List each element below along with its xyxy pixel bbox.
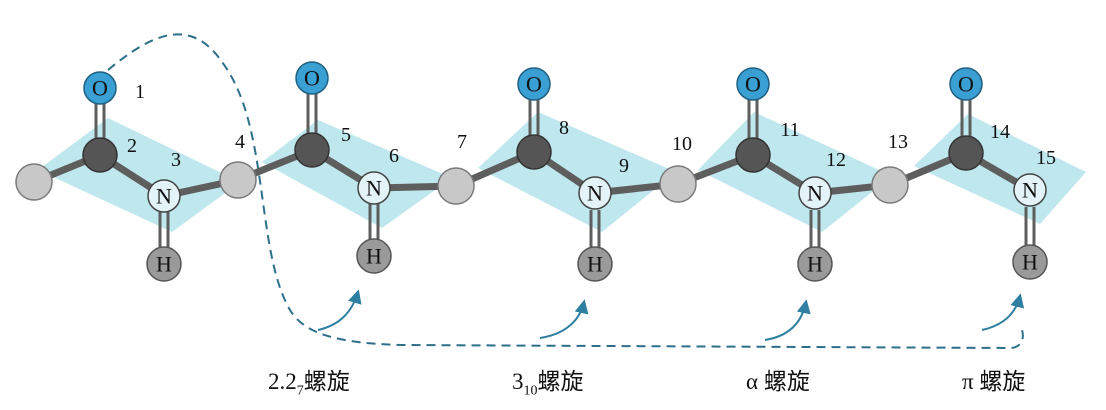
backbone-number: 3 xyxy=(171,149,181,171)
backbone-number: 1 xyxy=(135,81,145,103)
hydrogen-atom: H xyxy=(797,246,833,282)
carbonyl-carbon-8 xyxy=(516,134,552,170)
backbone-number: 8 xyxy=(559,117,569,139)
nh-bonds xyxy=(158,204,1036,248)
backbone-number: 4 xyxy=(235,131,245,153)
backbone-number: 7 xyxy=(457,131,467,153)
svg-text:N: N xyxy=(156,184,172,209)
backbone-number: 10 xyxy=(672,133,692,155)
svg-text:H: H xyxy=(587,252,603,277)
helix-label-pi: π 螺旋 xyxy=(962,369,1026,394)
oxygen-atom: O xyxy=(949,67,983,101)
hbond-dashed-path xyxy=(107,33,1024,350)
svg-text:O: O xyxy=(745,72,761,97)
backbone-number: 6 xyxy=(389,145,399,167)
oxygen-atom: O xyxy=(83,71,117,105)
backbone-number: 5 xyxy=(341,124,351,146)
svg-text:H: H xyxy=(156,252,172,277)
nitrogen-atom: N xyxy=(357,171,391,205)
carbonyl-carbon-11 xyxy=(735,137,771,173)
backbone-number: 9 xyxy=(619,155,629,177)
svg-text:O: O xyxy=(304,66,320,91)
oxygens: O O O O O xyxy=(83,61,983,105)
backbone-number: 13 xyxy=(888,131,908,153)
nitrogen-atom: N xyxy=(147,179,181,213)
carbonyl-carbons xyxy=(82,132,984,173)
oxygen-atom: O xyxy=(736,67,770,101)
svg-text:O: O xyxy=(526,72,542,97)
svg-text:H: H xyxy=(1022,250,1038,275)
svg-text:O: O xyxy=(958,72,974,97)
peptide-plane-1 xyxy=(38,118,240,232)
oxygen-atom: O xyxy=(517,67,551,101)
nitrogen-atom: N xyxy=(1013,173,1047,207)
alpha-carbon-10 xyxy=(659,165,697,203)
backbone-number-labels: 1 2 3 4 5 6 7 8 9 10 11 12 13 14 15 xyxy=(127,81,1056,177)
hydrogen-atom: H xyxy=(1012,244,1048,280)
alpha-carbon-4 xyxy=(219,161,257,199)
arrow-3-10-helix xyxy=(539,299,589,339)
backbone-number: 15 xyxy=(1036,147,1056,169)
helix-label-alpha: α 螺旋 xyxy=(746,369,810,394)
hydrogen-atom: H xyxy=(356,238,392,274)
alpha-carbon-13 xyxy=(871,166,909,204)
hydrogen-atom: H xyxy=(146,246,182,282)
arrow-pi-helix xyxy=(981,293,1025,331)
alpha-carbons xyxy=(15,161,909,205)
arrow-alpha-helix xyxy=(764,299,811,341)
backbone-number: 12 xyxy=(826,149,846,171)
peptide-plane-3 xyxy=(478,112,676,232)
alpha-carbon-7 xyxy=(437,167,475,205)
backbone-number: 11 xyxy=(780,119,799,141)
arrow-2-2-7-helix xyxy=(317,289,362,331)
backbone-number: 2 xyxy=(127,135,137,157)
alpha-carbon-start xyxy=(15,163,53,201)
helix-label-2-2-7: 2.27螺旋 xyxy=(268,369,350,399)
svg-text:H: H xyxy=(366,244,382,269)
nitrogens: N N N N N xyxy=(147,171,1047,213)
svg-text:O: O xyxy=(92,76,108,101)
svg-text:N: N xyxy=(587,181,603,206)
backbone-number: 14 xyxy=(990,121,1010,143)
carbonyl-carbon-14 xyxy=(948,135,984,171)
svg-text:N: N xyxy=(366,176,382,201)
svg-text:N: N xyxy=(807,181,823,206)
nitrogen-atom: N xyxy=(578,176,612,210)
oxygen-atom: O xyxy=(295,61,329,95)
svg-text:N: N xyxy=(1022,178,1038,203)
carbonyl-carbon-2 xyxy=(82,137,118,173)
nitrogen-atom: N xyxy=(798,176,832,210)
hydrogen-atom: H xyxy=(577,246,613,282)
svg-text:H: H xyxy=(807,252,823,277)
helix-label-3-10: 310螺旋 xyxy=(512,369,584,399)
helix-arrows xyxy=(317,289,1025,341)
hydrogens: H H H H H xyxy=(146,238,1048,282)
carbonyl-carbon-5 xyxy=(294,132,330,168)
